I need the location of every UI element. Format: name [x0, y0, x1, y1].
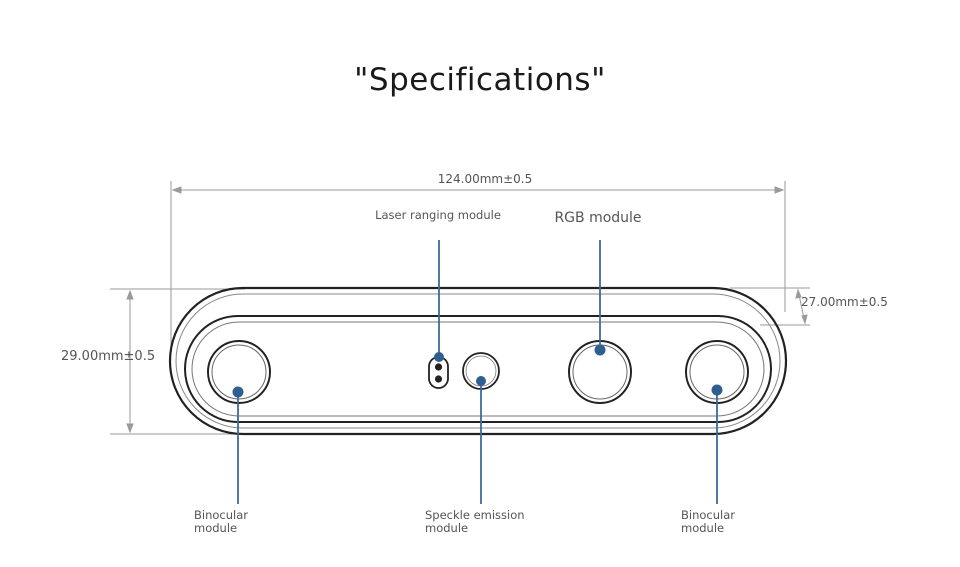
height-arrow-bottom [126, 423, 134, 434]
right-binocular-callout-dot [711, 384, 723, 396]
laser-callout-dot [434, 352, 444, 362]
speckle-label-line1: Speckle emission [425, 508, 525, 522]
width-dimension-label: 124.00mm±0.5 [438, 172, 533, 186]
right-binocular-label-line1: Binocular [681, 508, 735, 522]
page-title: "Specifications" [354, 62, 606, 98]
width-arrow-left [171, 186, 182, 194]
speckle-callout-dot [476, 376, 486, 386]
right-binocular-label-line2: module [681, 521, 724, 535]
height-dimension-label: 29.00mm±0.5 [61, 349, 155, 364]
speckle-label-line2: module [425, 521, 468, 535]
left-binocular-lens [207, 340, 271, 404]
depth-arrow-top [795, 288, 802, 299]
device-body [168, 286, 788, 436]
left-binocular-callout-label: Binocular module [194, 508, 252, 535]
laser-callout-label: Laser ranging module [375, 208, 501, 222]
depth-arrow-bottom [801, 314, 808, 325]
width-dimension [170, 181, 786, 355]
width-arrow-right [774, 186, 785, 194]
device-front-panel [184, 315, 772, 423]
device-front-panel-inner-edge [191, 321, 765, 417]
speckle-callout-label: Speckle emission module [425, 508, 528, 535]
rgb-callout-label: RGB module [554, 210, 641, 226]
device-outer-shell [168, 286, 788, 436]
rgb-callout-dot [594, 344, 606, 356]
device-outer-shell-inner-edge [175, 293, 781, 429]
left-binocular-callout-dot [232, 386, 244, 398]
left-binocular-label-line2: module [194, 521, 237, 535]
depth-dimension [730, 287, 810, 326]
right-binocular-callout-label: Binocular module [681, 508, 739, 535]
depth-dimension-label: 27.00mm±0.5 [801, 295, 888, 309]
left-binocular-label-line1: Binocular [194, 508, 248, 522]
height-dimension [110, 288, 245, 435]
height-arrow-top [126, 289, 134, 300]
